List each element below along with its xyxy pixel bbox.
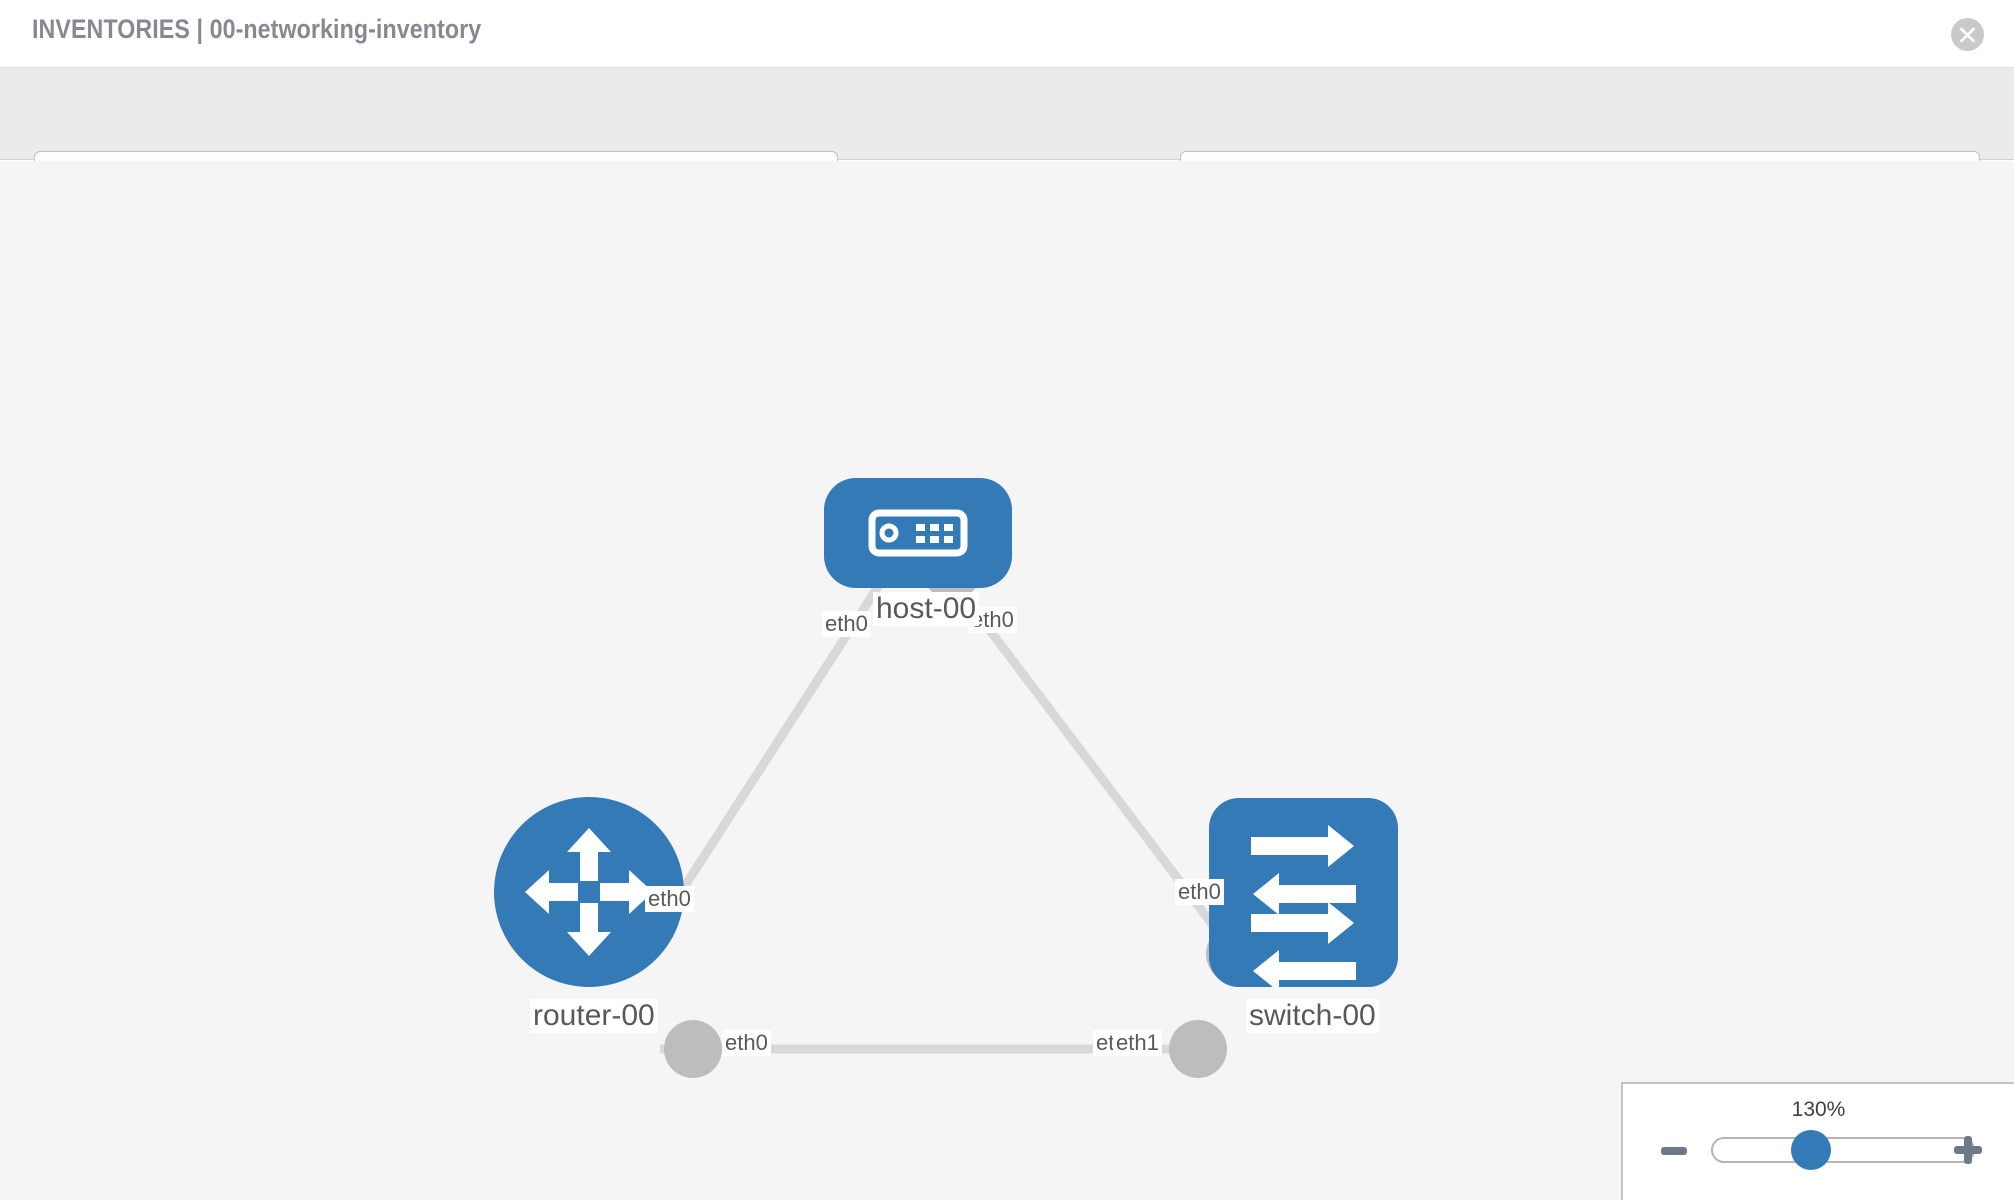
node-host-00[interactable] xyxy=(824,478,1012,588)
node-switch-00[interactable] xyxy=(1209,798,1398,992)
page-header: INVENTORIES | 00-networking-inventory xyxy=(0,0,2014,68)
zoom-level-label: 130% xyxy=(1791,1098,1846,1121)
interface-label-router00-eth0: eth0 xyxy=(722,1030,771,1056)
interface-label-switch00-eth0-uplink: eth0 xyxy=(1175,879,1224,905)
page-title: INVENTORIES | 00-networking-inventory xyxy=(32,14,482,44)
toolbar: ACTIONS SEARCH xyxy=(0,68,2014,203)
switch-arrows-icon xyxy=(1251,825,1356,992)
node-label-switch-00: switch-00 xyxy=(1246,999,1379,1033)
node-router-00[interactable] xyxy=(494,797,684,987)
interface-label-switch00-eth1: eth1 xyxy=(1113,1030,1162,1056)
close-icon[interactable] xyxy=(1951,18,1984,51)
node-label-router-00: router-00 xyxy=(530,999,658,1033)
connector-router00-eth0-right[interactable] xyxy=(664,1020,722,1078)
router-arrows-icon xyxy=(525,828,653,956)
topology-links xyxy=(626,568,1244,1054)
zoom-slider-track[interactable] xyxy=(1711,1137,1975,1163)
node-label-host-00: host-00 xyxy=(873,592,980,626)
topology-canvas[interactable]: eth0 eth0 eth0 eth0 eth0 eth eth1 host-0… xyxy=(0,161,2014,1200)
interface-label-host00-eth0-left: eth0 xyxy=(822,611,871,637)
interface-label-router00-eth0-uplink: eth0 xyxy=(645,886,694,912)
zoom-slider-thumb[interactable] xyxy=(1791,1130,1831,1170)
server-icon xyxy=(868,509,968,557)
connector-switch00-eth1-left[interactable] xyxy=(1169,1020,1227,1078)
plus-icon[interactable] xyxy=(1954,1136,1982,1164)
zoom-control-panel: 130% xyxy=(1621,1082,2014,1200)
minus-icon[interactable] xyxy=(1661,1147,1687,1155)
topology-graph xyxy=(494,478,1398,1078)
